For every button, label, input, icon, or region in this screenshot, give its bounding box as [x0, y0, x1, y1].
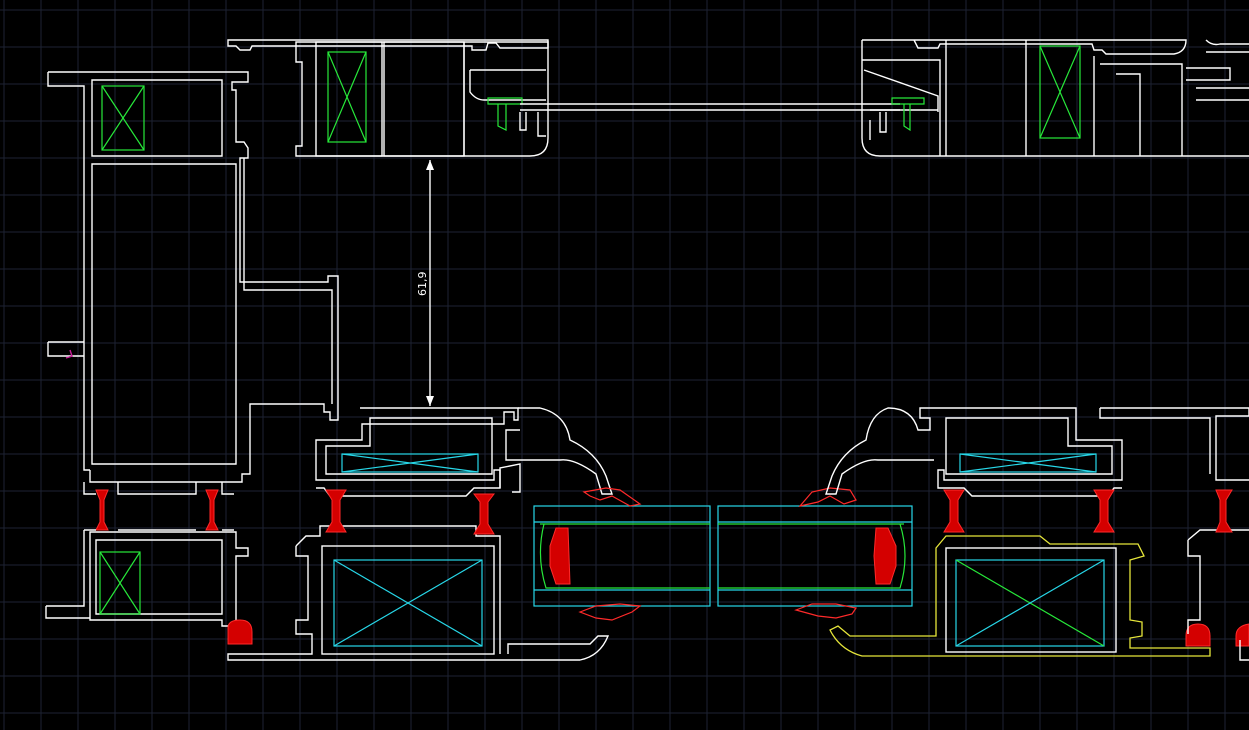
highlighted-sash-profile [829, 535, 1211, 657]
gasket-seal [794, 603, 857, 619]
insulated-glass-right [717, 505, 913, 607]
glass-pane-insert [333, 559, 483, 647]
desiccant-spacer [873, 527, 897, 585]
top-left-frame-profile [227, 39, 549, 157]
insulated-glass-left [533, 505, 711, 607]
desiccant-spacer [549, 527, 571, 585]
thermal-break-strip [473, 493, 495, 535]
center-glazing-unit [533, 487, 913, 621]
thermal-break-strip [1093, 489, 1115, 533]
stray-mark [65, 349, 73, 359]
far-right-frame-profile [1099, 407, 1249, 661]
glass-pane-insert [341, 453, 479, 473]
thermal-insert [99, 551, 141, 615]
thermal-break-strip [205, 489, 219, 531]
glass-pane-insert [959, 453, 1097, 473]
thermal-insert [101, 85, 145, 151]
thermal-break-strip [1215, 489, 1233, 533]
thermal-insert [1039, 45, 1081, 139]
vertical-dimension: 61,9 [416, 160, 434, 406]
left-frame-column [45, 71, 339, 645]
gasket-seal [227, 619, 253, 645]
thermal-break-strip [325, 489, 347, 533]
top-right-frame-profile [861, 39, 1249, 157]
gasket-seal [1185, 623, 1211, 647]
thermal-break-strip [943, 489, 965, 533]
glass-pane-insert [955, 559, 1105, 647]
thermal-insert [327, 51, 367, 143]
bottom-left-sash-profile [227, 407, 613, 661]
thermal-break-strip [95, 489, 109, 531]
gasket-seal [582, 487, 642, 507]
gasket-seal [578, 603, 642, 621]
top-glass-edge [520, 103, 900, 111]
gasket-seal [798, 487, 857, 507]
gasket-seal [1235, 623, 1249, 647]
dimension-label: 61,9 [416, 272, 429, 297]
